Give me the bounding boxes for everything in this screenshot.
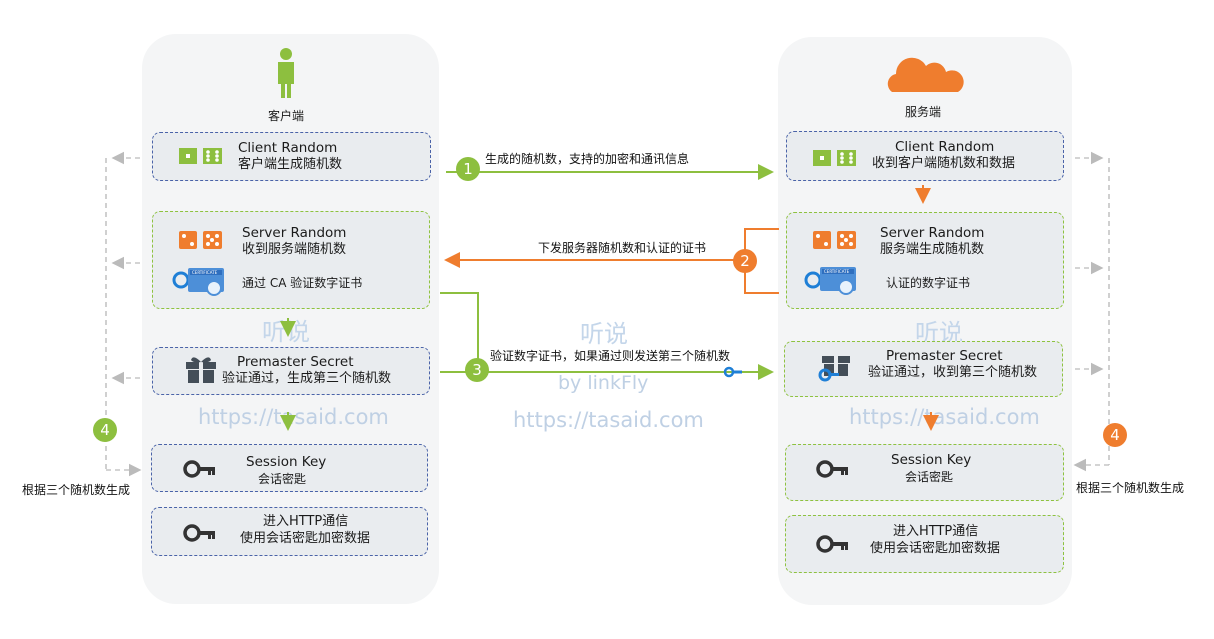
client-cert-badge: CERTIFICATE bbox=[192, 270, 218, 275]
step4-right-badge: 4 bbox=[1103, 423, 1127, 447]
step1-badge: 1 bbox=[456, 157, 480, 181]
step3-key-icon bbox=[723, 366, 742, 378]
server-http-sub: 使用会话密匙加密数据 bbox=[870, 541, 1001, 556]
client-server-random-title: Server Random bbox=[242, 225, 347, 241]
watermark-url: https://tasaid.com bbox=[198, 405, 389, 429]
client-premaster-sub: 验证通过，生成第三个随机数 bbox=[222, 371, 392, 386]
client-premaster-title: Premaster Secret bbox=[237, 354, 354, 370]
server-session-title: Session Key bbox=[891, 452, 972, 468]
watermark-logo: 听说 bbox=[262, 318, 310, 346]
client-session-title: Session Key bbox=[246, 454, 327, 470]
server-random-sub: 服务端生成随机数 bbox=[880, 242, 985, 257]
client-server-random-sub: 收到服务端随机数 bbox=[242, 242, 347, 257]
step2-badge: 2 bbox=[733, 249, 757, 273]
client-random-title: Client Random bbox=[238, 140, 338, 156]
server-premaster-title: Premaster Secret bbox=[886, 348, 1003, 364]
server-random-card bbox=[152, 211, 430, 309]
server-label: 服务端 bbox=[905, 105, 942, 119]
client-random-sub: 客户端生成随机数 bbox=[238, 157, 343, 172]
client-cert-text: 通过 CA 验证数字证书 bbox=[242, 276, 363, 290]
server-premaster-sub: 验证通过，收到第三个随机数 bbox=[868, 365, 1038, 380]
client-label: 客户端 bbox=[268, 109, 305, 123]
step4-right-label: 根据三个随机数生成 bbox=[1076, 481, 1185, 495]
step3-badge: 3 bbox=[465, 358, 489, 382]
watermark-author: by linkFly bbox=[558, 372, 649, 394]
server-client-random-title: Client Random bbox=[895, 139, 995, 155]
step4-left-badge: 4 bbox=[93, 418, 117, 442]
step1-label: 生成的随机数，支持的加密和通讯信息 bbox=[485, 152, 690, 166]
client-random-card bbox=[786, 131, 1064, 181]
client-http-title: 进入HTTP通信 bbox=[263, 514, 349, 529]
watermark-url: https://tasaid.com bbox=[849, 405, 1040, 429]
server-client-random-sub: 收到客户端随机数和数据 bbox=[872, 156, 1016, 171]
server-random-title: Server Random bbox=[880, 225, 985, 241]
server-cert-badge: CERTIFICATE bbox=[824, 269, 850, 274]
watermark-logo: 听说 bbox=[580, 320, 628, 348]
server-http-title: 进入HTTP通信 bbox=[893, 524, 979, 539]
watermark-url: https://tasaid.com bbox=[513, 408, 704, 432]
step4-left-label: 根据三个随机数生成 bbox=[22, 483, 131, 497]
step3-label: 验证数字证书，如果通过则发送第三个随机数 bbox=[490, 349, 731, 363]
client-random-card bbox=[152, 132, 431, 181]
client-http-sub: 使用会话密匙加密数据 bbox=[240, 531, 371, 546]
server-cert-text: 认证的数字证书 bbox=[886, 276, 971, 290]
server-random-card bbox=[786, 212, 1064, 309]
client-session-sub: 会话密匙 bbox=[258, 472, 307, 486]
session-key-card bbox=[785, 444, 1064, 501]
right-feedback-arrows bbox=[1073, 151, 1110, 472]
step2-label: 下发服务器随机数和认证的证书 bbox=[538, 241, 707, 255]
server-session-sub: 会话密匙 bbox=[905, 470, 954, 484]
